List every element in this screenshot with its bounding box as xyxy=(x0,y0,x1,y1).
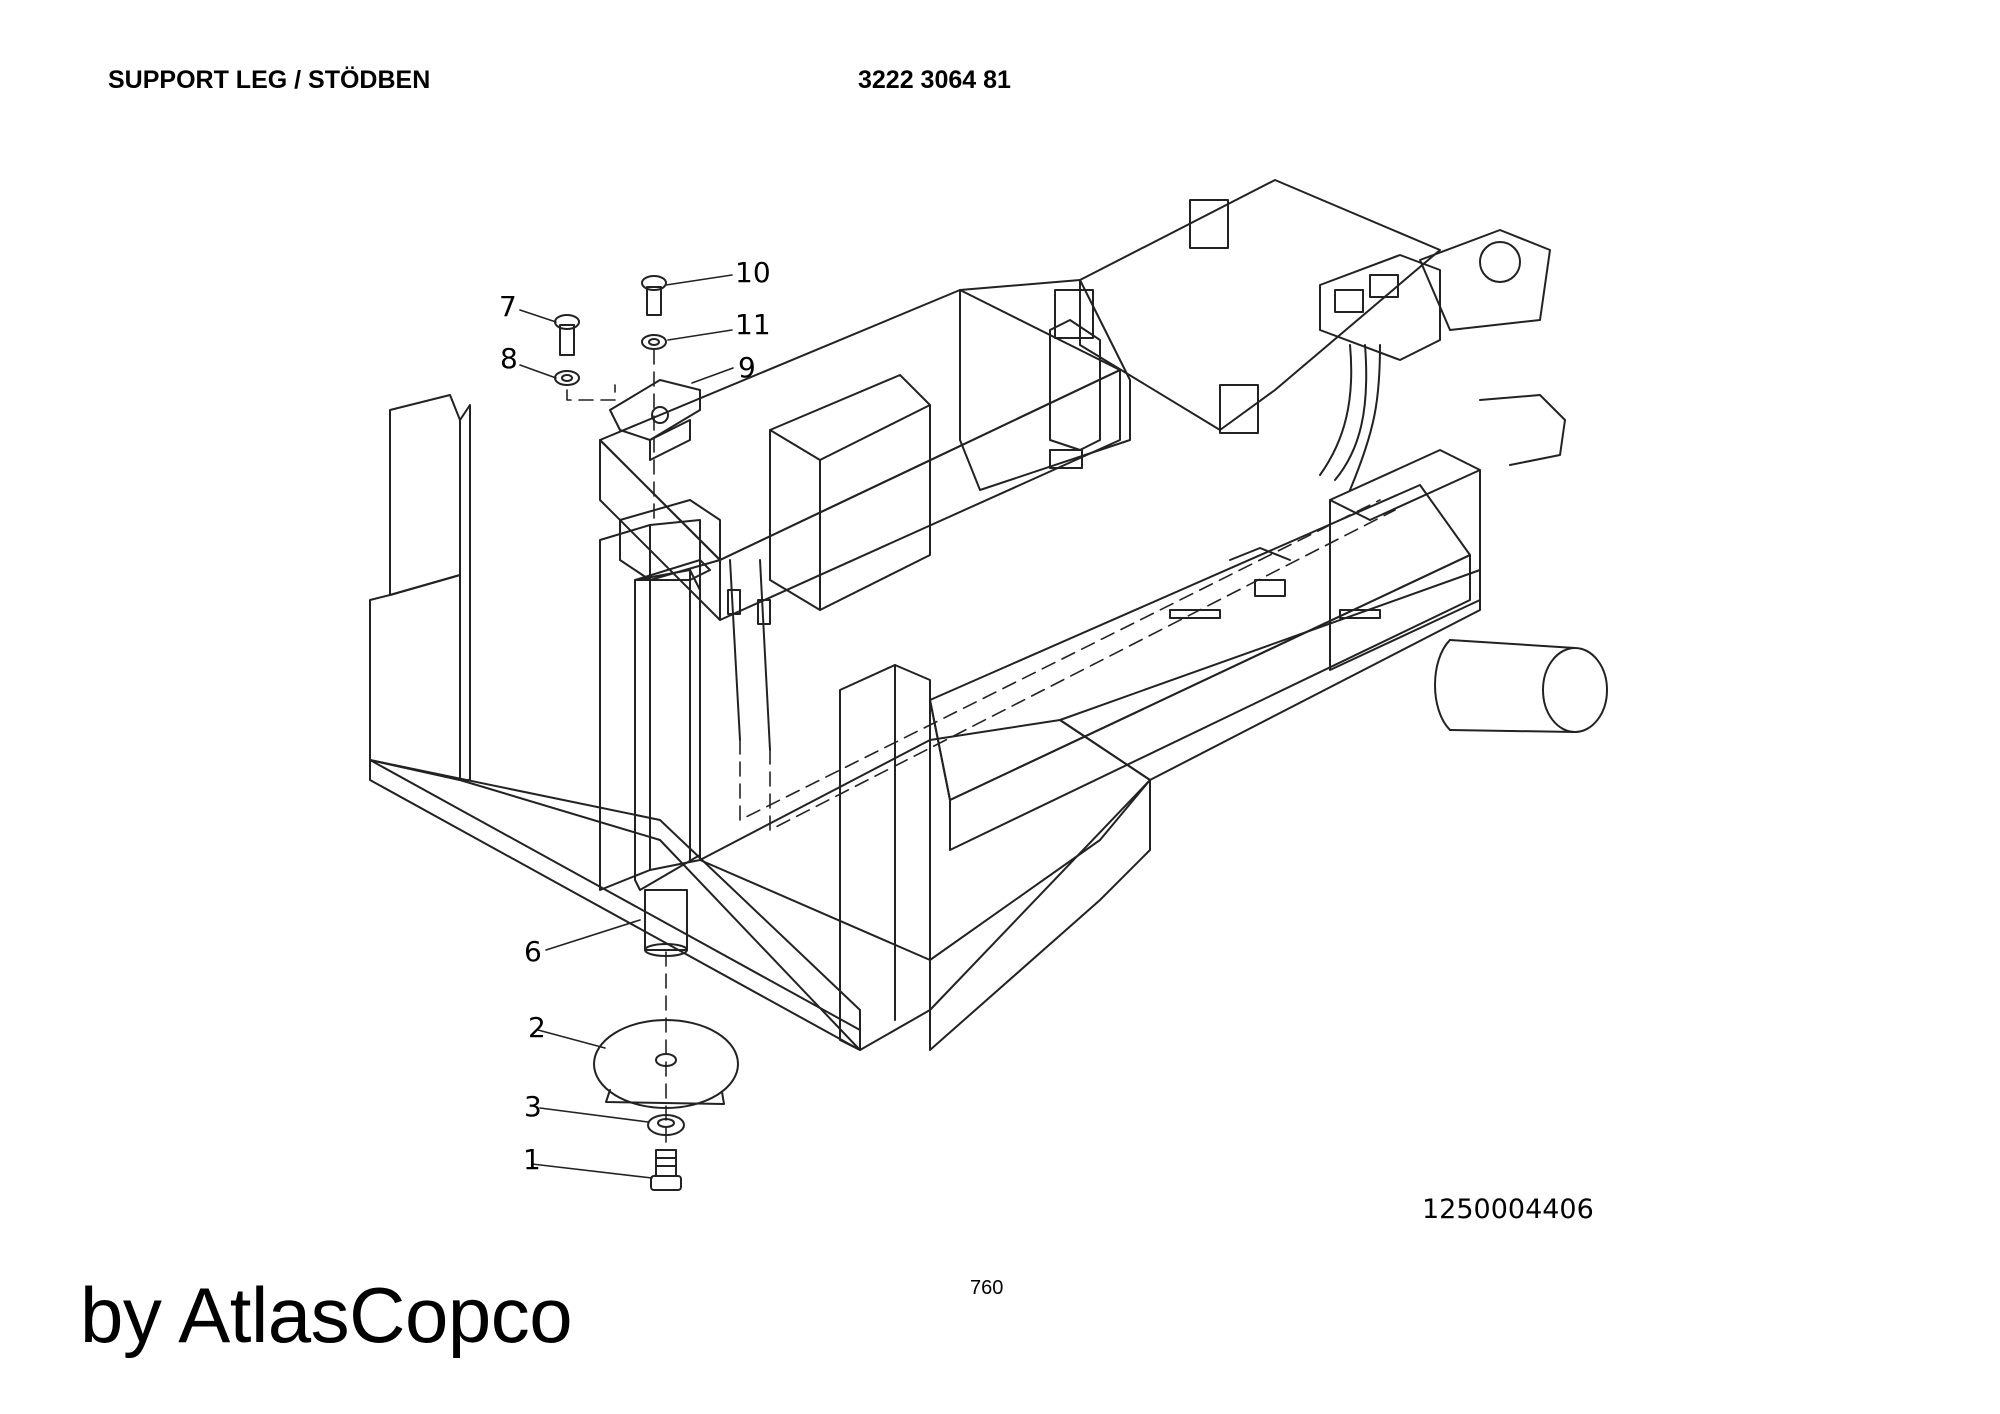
part-number: 3222 3064 81 xyxy=(858,66,1011,94)
leader-lines xyxy=(519,274,734,1179)
assembly-lines xyxy=(566,349,1396,1151)
callout-10: 10 xyxy=(735,256,771,289)
callout-3: 3 xyxy=(524,1090,542,1123)
machine-frame xyxy=(369,179,1608,1051)
callout-6: 6 xyxy=(524,935,542,968)
document-number: 1250004406 xyxy=(1422,1194,1594,1225)
callout-11: 11 xyxy=(735,308,771,341)
page-title: SUPPORT LEG / STÖDBEN xyxy=(108,66,431,94)
callout-1: 1 xyxy=(523,1143,541,1176)
brand-text: by AtlasCopco xyxy=(80,1271,573,1359)
callout-8: 8 xyxy=(500,342,518,375)
callout-2: 2 xyxy=(528,1011,546,1044)
page-number: 760 xyxy=(970,1277,1004,1299)
support-leg-assembly xyxy=(554,275,771,1191)
callout-7: 7 xyxy=(499,290,517,323)
callout-9: 9 xyxy=(738,351,756,384)
